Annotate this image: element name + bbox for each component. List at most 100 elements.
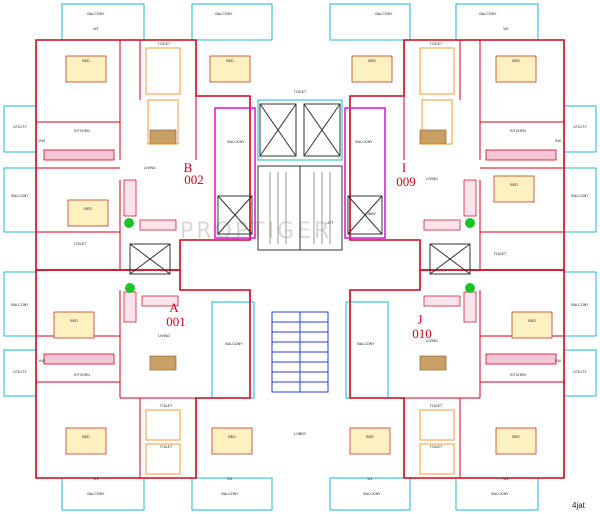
unit-j-number: 010 (412, 326, 432, 341)
bed-i-2 (351, 55, 393, 83)
balcony-bottom-left-2 (191, 477, 273, 511)
bed-j-1 (495, 427, 537, 455)
unit-walls (35, 39, 565, 479)
bed-b-kid (67, 199, 109, 227)
label-window: W1 (227, 477, 232, 481)
unit-a-id: A 001 (166, 300, 186, 329)
label-balcony: BALCONY (571, 194, 589, 198)
label-window: W1 (93, 27, 98, 31)
plants (124, 218, 475, 293)
table-i (419, 129, 447, 145)
bed-j-kid (511, 311, 553, 339)
label-toilet: TOILET (430, 42, 443, 46)
bed-a-2 (211, 427, 253, 455)
balcony-right-upper (563, 167, 597, 233)
unit-j-id: J 010 (412, 312, 432, 341)
label-toilet: TOILET (430, 445, 443, 449)
label-kitchen-window: KW (555, 359, 561, 363)
balcony-top-left (61, 3, 145, 41)
balcony-left-upper (3, 167, 37, 233)
label-toilet: TOILET (494, 252, 507, 256)
plant-b (124, 218, 134, 228)
label-kitchen-window: KW (39, 139, 45, 143)
bed-b-2 (209, 55, 251, 83)
label-lift: LIFT (326, 221, 334, 225)
label-balcony: BALCONY (221, 492, 239, 496)
label-toilet: TOILET (158, 42, 171, 46)
shaft-left (214, 107, 256, 239)
utility-right-top (563, 105, 597, 153)
label-window: W1 (503, 477, 508, 481)
balcony-center-right (345, 301, 389, 399)
label-toilet: TOILET (294, 90, 307, 94)
unit-j-letter: J (417, 312, 422, 327)
label-bed: BED (82, 435, 90, 439)
lifts (129, 103, 471, 275)
unit-b-id: B 002 (184, 160, 204, 187)
counter-a (43, 353, 115, 365)
label-balcony: BALCONY (479, 12, 497, 16)
balcony-top-right-2 (329, 3, 411, 41)
beds (53, 55, 553, 455)
label-balcony: BALCONY (215, 12, 233, 16)
label-toilet: TOILET (430, 404, 443, 408)
counter-b (43, 149, 115, 161)
label-balcony: BALCONY (227, 140, 245, 144)
label-bed: BED (70, 319, 78, 323)
balcony-top-right (455, 3, 539, 41)
balcony-top-left-2 (191, 3, 273, 41)
table-j (419, 355, 447, 371)
unit-a-outline (35, 269, 251, 479)
label-living: LIVING (158, 334, 170, 338)
bed-i-kid (493, 175, 535, 203)
bed-a-kid (53, 311, 95, 339)
label-lift-lobby: LOBBY (364, 212, 377, 216)
shaft-right (344, 107, 386, 239)
table-a (149, 355, 177, 371)
unit-j-outline (349, 269, 565, 479)
label-toilet: TOILET (74, 242, 87, 246)
label-utility: UTILITY (13, 125, 27, 129)
center-stair (271, 311, 329, 393)
unit-b-letter: B (184, 160, 193, 175)
bed-a-1 (65, 427, 107, 455)
label-balcony: BALCONY (87, 492, 105, 496)
table-b (149, 129, 177, 145)
shaft-outlines (214, 107, 386, 239)
lift-shaft-upper (257, 99, 343, 161)
label-bed: BED (226, 59, 234, 63)
bed-b-1 (65, 55, 107, 83)
plant-a (125, 283, 135, 293)
bed-i-1 (495, 55, 537, 83)
counter-j (485, 353, 557, 365)
label-kitchen: KITCHEN (510, 373, 526, 377)
label-utility: UTILITY (573, 125, 587, 129)
label-window: W1 (93, 477, 98, 481)
label-toilet: TOILET (160, 445, 173, 449)
label-balcony: BALCONY (357, 342, 375, 346)
sofas (123, 179, 477, 323)
toilet-fixtures (145, 47, 455, 475)
room-labels: BALCONY BALCONY BALCONY BALCONY BALCONY … (11, 12, 589, 496)
label-window: W1 (503, 27, 508, 31)
label-living: LIVING (426, 177, 438, 181)
utility-left-top (3, 105, 37, 153)
label-balcony: BALCONY (375, 12, 393, 16)
label-kitchen: KITCHEN (74, 373, 90, 377)
unit-a-letter: A (169, 300, 179, 315)
label-toilet: TOILET (160, 404, 173, 408)
plant-i (465, 218, 475, 228)
interior-walls (36, 40, 564, 478)
bed-j-2 (349, 427, 391, 455)
balcony-frames (3, 3, 597, 511)
label-kitchen-window: KW (39, 359, 45, 363)
unit-b-number: 002 (184, 172, 204, 187)
label-balcony: BALCONY (363, 492, 381, 496)
label-bed: BED (228, 435, 236, 439)
label-balcony: BALCONY (355, 140, 373, 144)
label-bed: BED (366, 435, 374, 439)
balcony-bottom-right-2 (329, 477, 411, 511)
label-lobby: LOBBY (294, 432, 307, 436)
label-balcony: BALCONY (11, 194, 29, 198)
label-kitchen: KITCHEN (74, 129, 90, 133)
